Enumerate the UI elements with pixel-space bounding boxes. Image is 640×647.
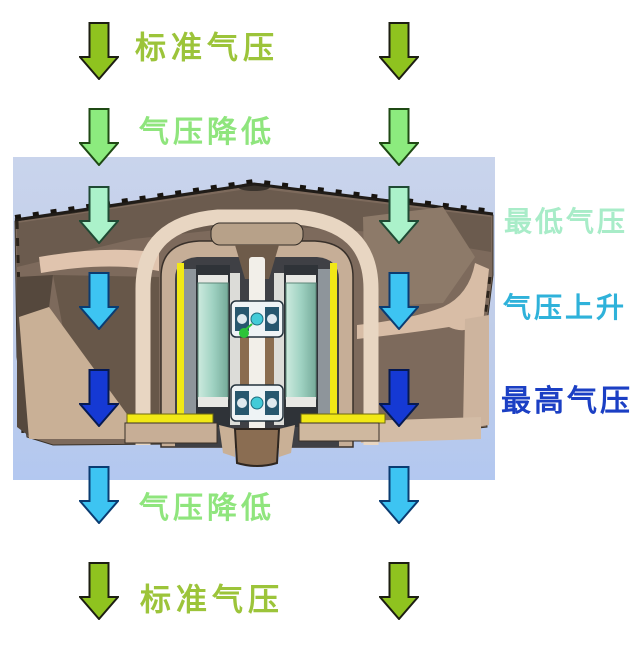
arrow-rising-right — [379, 272, 419, 330]
arrow-lowering-bottom-left — [79, 466, 119, 524]
label-lowest-pressure: 最低气压 — [503, 206, 629, 237]
arrow-highest-right — [379, 369, 419, 427]
arrow-lowering-top-right — [379, 108, 419, 166]
bearing-top — [230, 300, 284, 338]
arrow-lowering-top-left — [79, 108, 119, 166]
label-pressure-rising: 气压上升 — [502, 292, 628, 323]
hub-air-channel — [135, 209, 379, 445]
label-highest-pressure: 最高气压 — [501, 385, 633, 418]
motor-hub — [124, 222, 386, 467]
arrow-standard-bottom-right — [379, 562, 419, 620]
blade-surface-right — [357, 263, 489, 339]
hub-cap — [210, 222, 304, 246]
blade-surface-left — [39, 249, 159, 273]
coil-right — [285, 282, 317, 400]
bearing-bottom — [230, 384, 284, 422]
pcb-strip-right — [330, 263, 337, 421]
frame-base-right — [361, 417, 481, 443]
arrow-standard-top-right — [379, 22, 419, 80]
coil-left — [197, 282, 229, 400]
arrow-standard-bottom-left — [79, 562, 119, 620]
fan-cross-section-image — [13, 157, 495, 480]
hub-base-tube — [233, 428, 281, 467]
arrow-rising-left — [79, 272, 119, 330]
pcb-bottom-right — [300, 413, 386, 424]
label-standard-pressure-bottom: 标准气压 — [140, 582, 284, 618]
pcb-strip-left — [177, 263, 184, 421]
led-dot — [239, 328, 249, 338]
arrow-highest-left — [79, 369, 119, 427]
label-pressure-lowering-top: 气压降低 — [139, 116, 275, 149]
arrow-standard-top-left — [79, 22, 119, 80]
arrow-lowest-left — [79, 186, 119, 244]
arrow-lowest-right — [379, 186, 419, 244]
label-standard-pressure-top: 标准气压 — [135, 30, 279, 66]
pcb-bottom-left — [126, 413, 214, 424]
label-pressure-lowering-bottom: 气压降低 — [139, 492, 275, 525]
arrow-lowering-bottom-right — [379, 466, 419, 524]
